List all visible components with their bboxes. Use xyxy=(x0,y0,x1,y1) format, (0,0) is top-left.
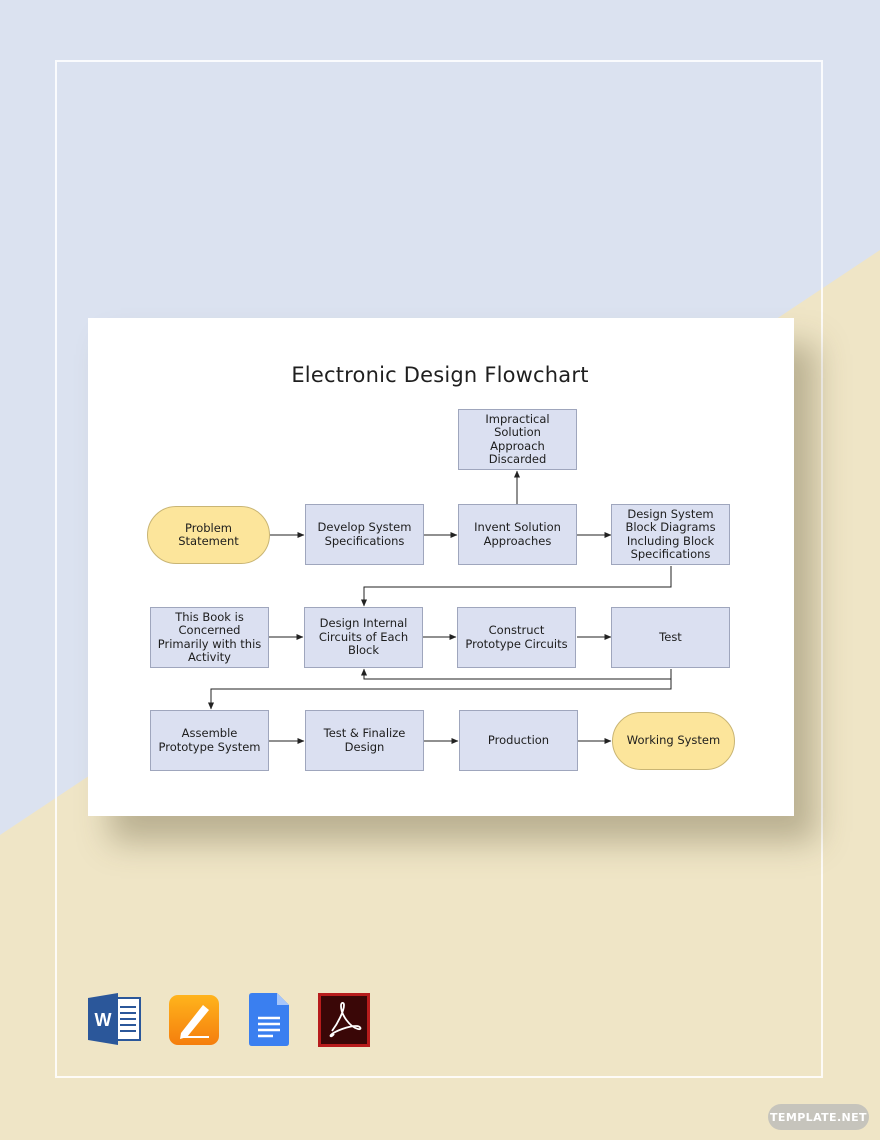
node-test-finalize-design: Test & Finalize Design xyxy=(305,710,424,771)
node-design-system-block-diagrams: Design System Block Diagrams Including B… xyxy=(611,504,730,565)
decorative-frame xyxy=(55,60,823,1078)
page-title: Electronic Design Flowchart xyxy=(291,363,589,387)
node-design-internal-circuits: Design Internal Circuits of Each Block xyxy=(304,607,423,668)
watermark-badge: TEMPLATE.NET xyxy=(768,1104,869,1130)
node-assemble-prototype-system: Assemble Prototype System xyxy=(150,710,269,771)
node-working-system: Working System xyxy=(612,712,735,770)
node-production: Production xyxy=(459,710,578,771)
node-this-book-note: This Book is Concerned Primarily with th… xyxy=(150,607,269,668)
pages-icon[interactable] xyxy=(169,993,221,1045)
node-construct-prototype-circuits: Construct Prototype Circuits xyxy=(457,607,576,668)
node-invent-solution-approaches: Invent Solution Approaches xyxy=(458,504,577,565)
svg-text:W: W xyxy=(95,1010,112,1030)
google-docs-icon[interactable] xyxy=(249,993,291,1047)
acrobat-pdf-icon[interactable] xyxy=(318,993,370,1047)
node-impractical-solution: Impractical Solution Approach Discarded xyxy=(458,409,577,470)
node-problem-statement: Problem Statement xyxy=(147,506,270,564)
word-icon[interactable]: W xyxy=(88,993,142,1045)
node-test: Test xyxy=(611,607,730,668)
node-develop-system-specifications: Develop System Specifications xyxy=(305,504,424,565)
